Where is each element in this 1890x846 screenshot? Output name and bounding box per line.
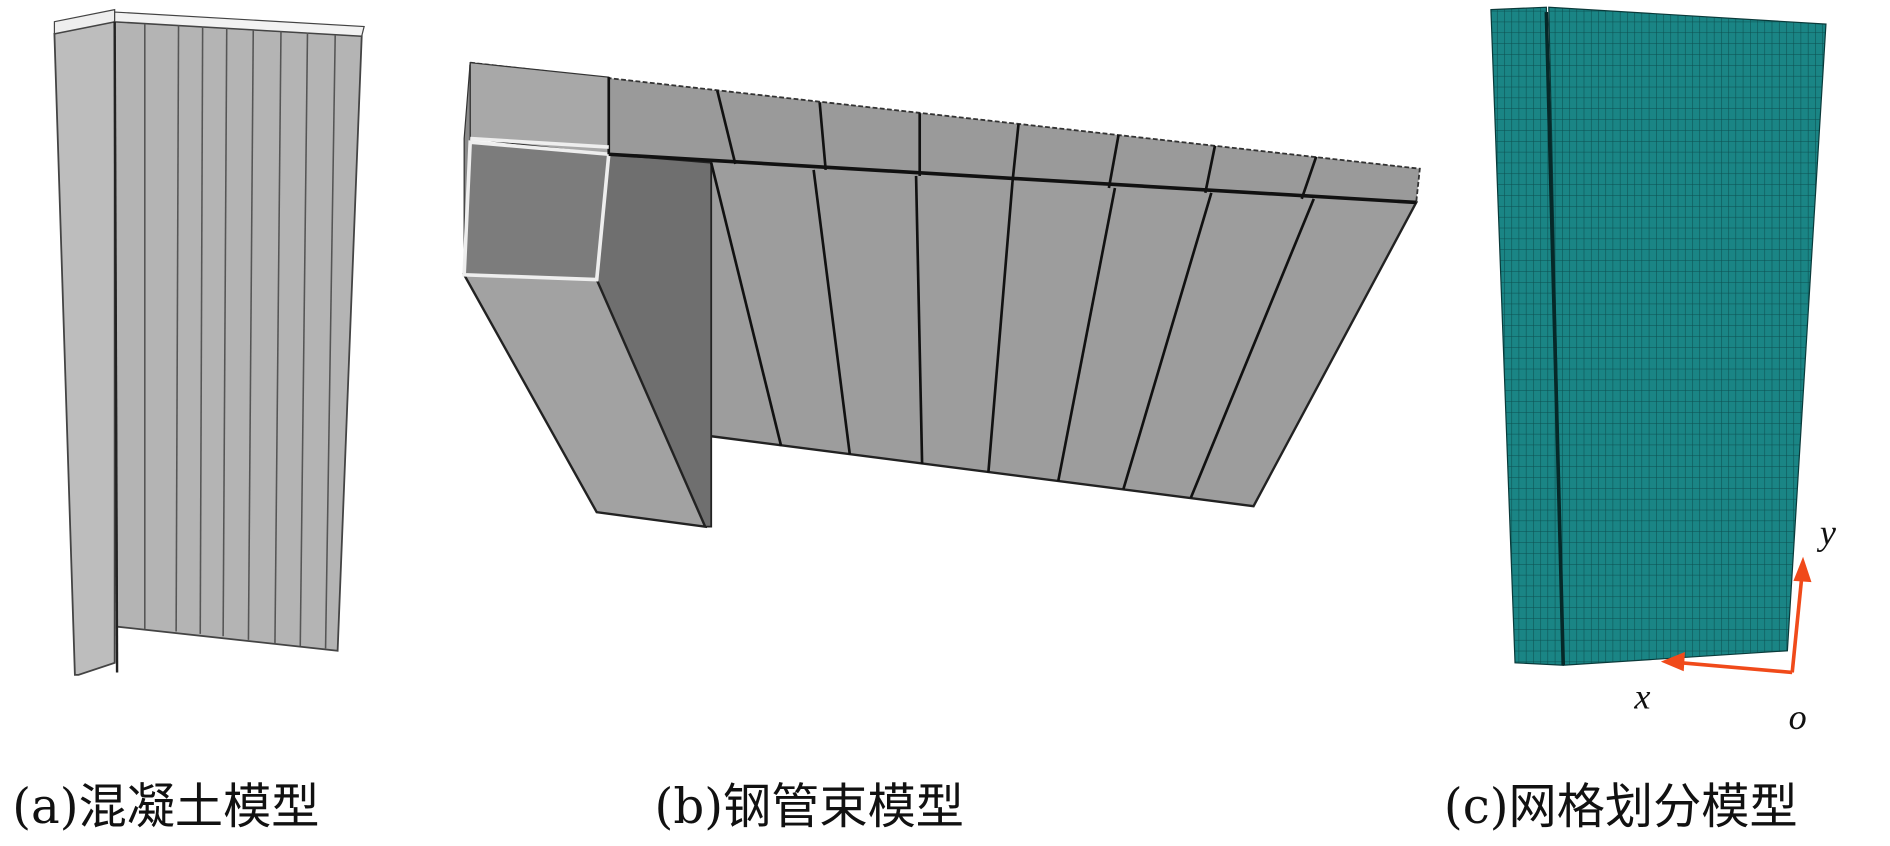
concrete-left-column-side [53,20,116,676]
concrete-model [53,8,365,676]
caption-a: (a)混凝土模型 [12,779,319,835]
steel-main-front [607,152,1419,508]
mesh-model [1490,6,1827,666]
coordinate-axes: y x o [1633,513,1837,737]
mesh-front-face [1548,6,1827,666]
y-arrow-head [1793,556,1812,583]
steel-left-tube-top-inner [462,140,611,282]
caption-b: (b)钢管束模型 [655,779,964,835]
concrete-top-face [114,11,365,37]
concrete-strip-lines [144,24,336,649]
steel-tube-dividers [607,77,1318,499]
caption-c: (c)网格划分模型 [1444,779,1798,835]
x-axis-label: x [1633,677,1650,717]
x-arrow-head [1660,651,1685,672]
origin-label: o [1789,697,1807,737]
y-axis-label: y [1816,513,1837,553]
concrete-front-face [113,20,363,652]
steel-tube-model [462,61,1421,529]
